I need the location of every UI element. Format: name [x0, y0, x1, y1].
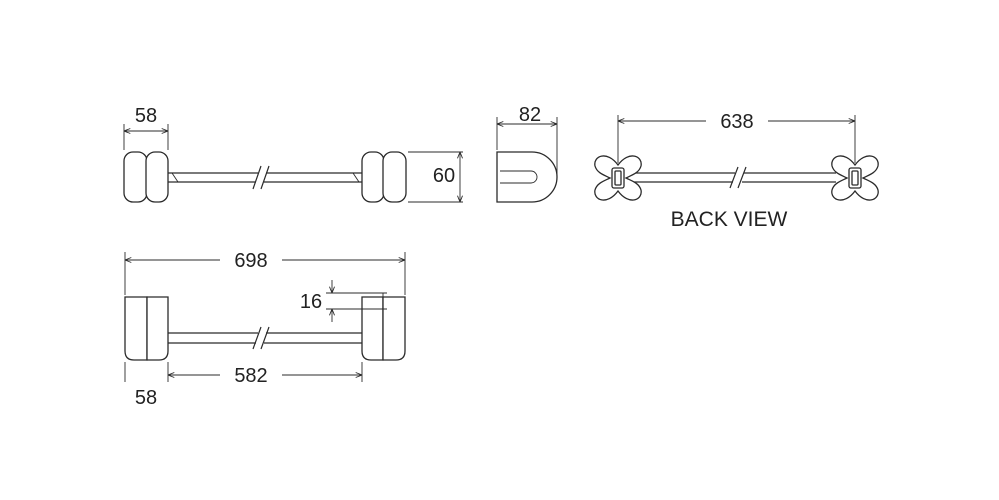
front-view-right-bracket	[361, 151, 407, 203]
dimension-58-top: 58	[123, 105, 169, 150]
dimension-label-82: 82	[519, 104, 541, 126]
dimension-16: 16	[300, 280, 387, 322]
dimension-label-58-top: 58	[135, 105, 157, 127]
dimension-638: 638	[617, 111, 856, 163]
top-view-rod	[168, 326, 362, 350]
dimension-label-582: 582	[234, 365, 267, 387]
dimension-582: 582	[167, 362, 363, 387]
top-view-left-bracket	[124, 296, 169, 361]
dimension-label-58-bottom: 58	[135, 387, 157, 409]
dimension-label-698: 698	[234, 250, 267, 272]
side-view: 82	[496, 104, 558, 203]
back-view-right-bracket	[831, 155, 879, 201]
dimension-label-60: 60	[433, 165, 455, 187]
top-view-right-bracket	[361, 296, 406, 361]
front-view-left-bracket	[123, 151, 169, 203]
front-view: 58 60	[123, 105, 463, 203]
dimension-label-16: 16	[300, 291, 322, 313]
dimension-58-bottom: 58	[124, 362, 157, 409]
back-view-caption: BACK VIEW	[671, 208, 788, 231]
top-view: 698 16 582 58	[124, 250, 406, 409]
front-view-rod	[168, 165, 362, 190]
dimension-82: 82	[496, 104, 558, 176]
back-view-rod	[634, 166, 836, 189]
dimension-60: 60	[408, 151, 463, 203]
dimension-698: 698	[124, 250, 406, 295]
dimension-label-638: 638	[720, 111, 753, 133]
back-view: 638 BACK VIEW	[594, 111, 879, 231]
back-view-left-bracket	[594, 155, 642, 201]
